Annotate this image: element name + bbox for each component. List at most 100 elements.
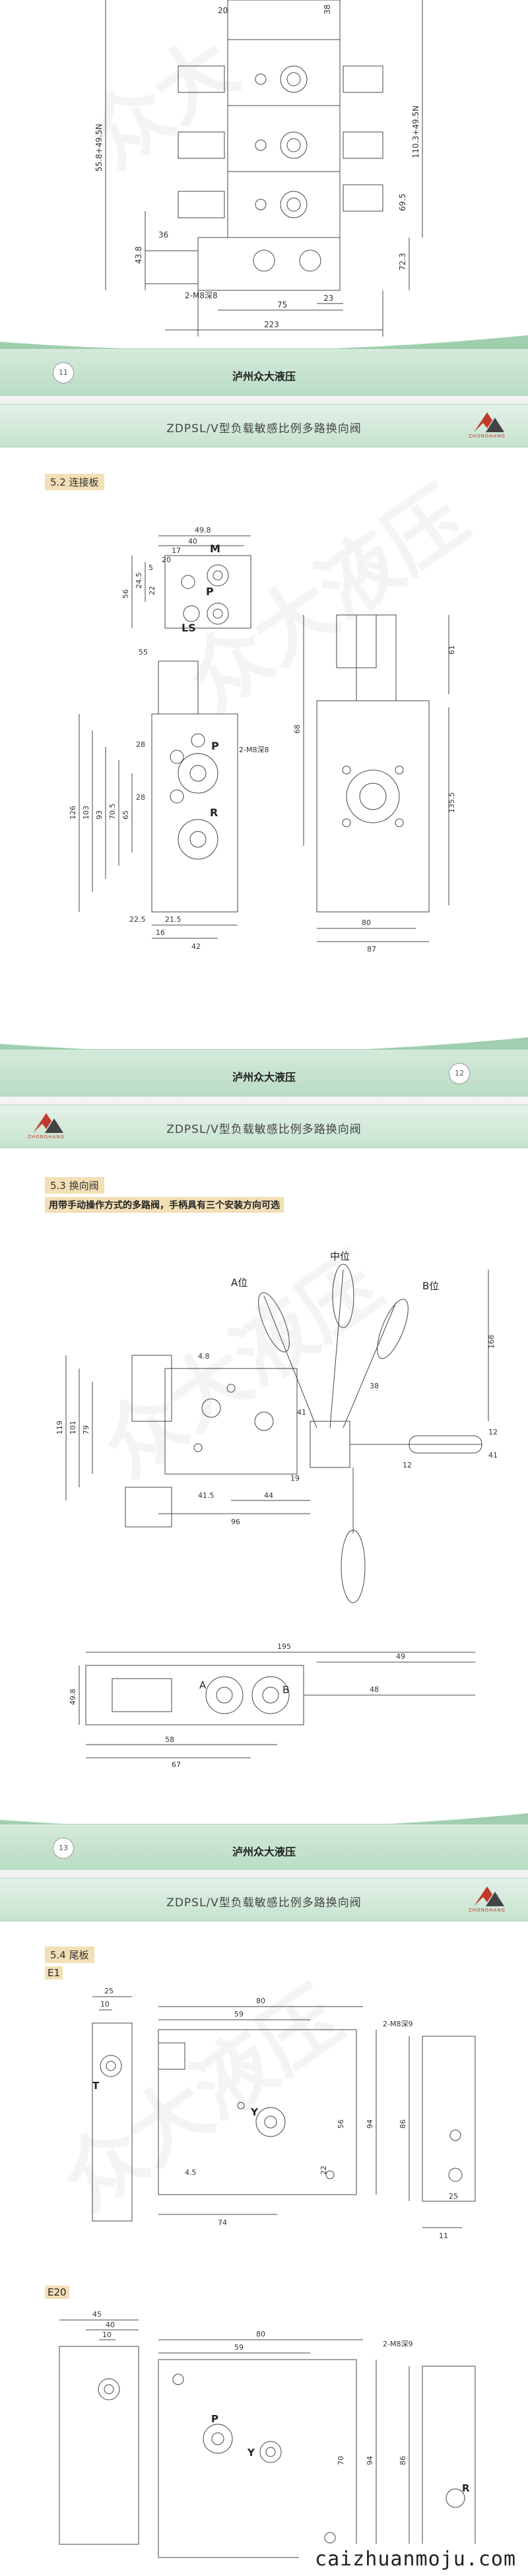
dim-label: 223	[264, 320, 279, 329]
page-header: ZDPSL/V型负载敏感比例多路换向阀 ZHONGHANG	[0, 1105, 528, 1148]
dim-label: 40	[188, 537, 197, 546]
port-label: Y	[250, 2106, 259, 2118]
dim-label: 28	[136, 740, 145, 749]
dim-label: 41.5	[198, 1491, 214, 1500]
dim-label: 70	[337, 2456, 345, 2465]
dim-label: 41	[488, 1451, 498, 1460]
logo-text: ZHONGHANG	[469, 434, 506, 439]
dim-label: 2-M8深9	[383, 2340, 412, 2348]
dim-label: 49	[396, 1652, 405, 1661]
page-number: 13	[53, 1838, 74, 1859]
port-label: P	[206, 585, 214, 598]
port-label: M	[210, 542, 220, 555]
page-header-title: ZDPSL/V型负载敏感比例多路换向阀	[166, 1896, 362, 1910]
connection-plate-drawing: M P LS P R 49.8 40 17 20 55 5 24.5 22 56…	[69, 526, 456, 953]
dim-label: 10	[100, 2000, 110, 2009]
page-13: ZDPSL/V型负载敏感比例多路换向阀 ZHONGHANG 5.3 换向阀 用带…	[0, 1105, 528, 1870]
position-label: A位	[231, 1277, 248, 1289]
dim-label: 56	[337, 2119, 345, 2129]
dim-label: 69.5	[398, 193, 407, 211]
section-title: 5.4 尾板	[45, 1947, 94, 1963]
dim-label: 4.8	[198, 1352, 210, 1361]
dim-label: 55	[139, 648, 148, 657]
dim-label: 86	[399, 2119, 407, 2129]
port-label: R	[210, 806, 218, 819]
dim-label: 42	[191, 942, 201, 951]
page-header: ZDPSL/V型负载敏感比例多路换向阀 ZHONGHANG	[0, 1878, 528, 1921]
company-logo: ZHONGHANG	[461, 410, 513, 441]
dim-label: 65	[121, 810, 130, 820]
page-header: ZDPSL/V型负载敏感比例多路换向阀 ZHONGHANG	[0, 404, 528, 447]
dim-label: 59	[234, 2343, 244, 2352]
port-label: P	[211, 2413, 218, 2425]
page-footer: 泸州众大液压 11	[0, 348, 528, 396]
dim-label: 135.5	[447, 792, 456, 814]
end-plate-e1-drawing: T Y 25 10 80 59 2-M8深9 86 94 56 22 4.5 7…	[0, 1987, 528, 2240]
dim-label: 38	[323, 5, 332, 15]
dim-label: 94	[366, 2119, 374, 2129]
dim-label: 25	[104, 1987, 114, 1995]
dim-label: 101	[69, 1421, 77, 1434]
port-label: Y	[247, 2447, 255, 2459]
dim-label: 49.8	[195, 526, 211, 534]
port-label: A	[199, 1679, 207, 1691]
company-name: 泸州众大液压	[232, 1071, 296, 1083]
dim-label: 59	[234, 2010, 244, 2018]
section-note: 用带手动操作方式的多路阀，手柄具有三个安装方向可选	[45, 1197, 284, 1213]
dim-label: 45	[92, 2310, 102, 2319]
dim-label: 21.5	[165, 915, 182, 924]
page-12: ZDPSL/V型负载敏感比例多路换向阀 ZHONGHANG 5.2 连接板 众大…	[0, 404, 528, 1097]
dim-label: 72.3	[398, 253, 407, 271]
dim-label: 12	[403, 1461, 412, 1469]
dim-label: 2-M8深9	[383, 2020, 412, 2028]
dim-label: 86	[399, 2456, 407, 2465]
end-plate-e20-drawing: P Y R 45 40 10 80 59 2-M8深9 94 86 70	[0, 2310, 528, 2564]
dim-label: 20	[162, 556, 171, 564]
page-number: 11	[53, 362, 74, 383]
dim-label: 25	[449, 2192, 458, 2201]
dim-label: 55.8+49.5N	[94, 124, 104, 172]
page-number: 12	[449, 1063, 470, 1084]
dim-label: 110.3+49.5N	[411, 106, 420, 158]
dim-label: 61	[447, 645, 456, 655]
dim-label: 36	[158, 230, 168, 240]
port-label: LS	[182, 622, 196, 634]
dim-label: 23	[323, 294, 333, 303]
dim-label: 48	[370, 1685, 379, 1694]
dim-label: 5	[148, 564, 153, 572]
valve-stack-drawing: 38 55.8+49.5N 110.3+49.5N 69.5 43.8 72.3…	[94, 0, 528, 343]
logo-text: ZHONGHANG	[28, 1134, 65, 1140]
dim-label: 67	[172, 1760, 181, 1769]
dim-label: 103	[82, 806, 90, 820]
dim-label: 40	[106, 2321, 115, 2329]
dim-label: 20	[218, 6, 228, 15]
position-label: 中位	[330, 1250, 350, 1262]
dim-label: 19	[290, 1474, 300, 1483]
dim-label: 168	[487, 1335, 496, 1349]
site-watermark: caizhuanmoju.com	[299, 2544, 528, 2576]
page-header-title: ZDPSL/V型负载敏感比例多路换向阀	[166, 1123, 362, 1136]
port-label: R	[462, 2482, 470, 2494]
dim-label: 22	[319, 2166, 328, 2175]
dim-label: 11	[439, 2232, 448, 2240]
dim-label: 41	[297, 1408, 306, 1417]
dim-label: 119	[55, 1421, 64, 1434]
dim-label: 49.8	[69, 1689, 77, 1706]
company-name: 泸州众大液压	[232, 1846, 296, 1858]
page-footer: 泸州众大液压 12	[0, 1049, 528, 1097]
logo-text: ZHONGHANG	[469, 1908, 506, 1913]
dim-label: 22.5	[129, 915, 146, 924]
position-label: B位	[422, 1280, 439, 1292]
dim-label: 80	[362, 918, 371, 927]
page-header-title: ZDPSL/V型负载敏感比例多路换向阀	[166, 422, 362, 435]
dim-label: 126	[69, 806, 77, 820]
dim-label: 56	[121, 589, 130, 598]
port-label: B	[282, 1684, 289, 1696]
company-logo: ZHONGHANG	[461, 1884, 513, 1916]
dim-label: 80	[256, 1997, 265, 2005]
dim-label: 12	[488, 1428, 498, 1436]
variant-label-e1: E1	[45, 1966, 63, 1980]
dim-label: 79	[82, 1425, 90, 1434]
dim-label: 58	[165, 1735, 174, 1744]
page-11: 众大	[0, 0, 528, 396]
